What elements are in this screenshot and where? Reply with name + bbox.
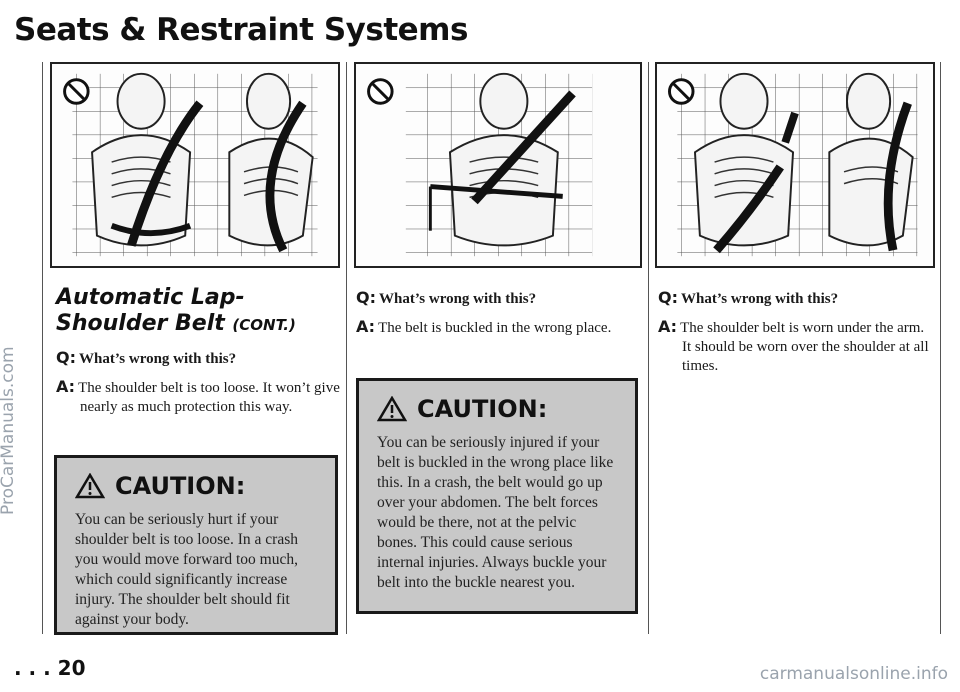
illustration-svg: [63, 72, 318, 257]
shoulder-belt-upper: [781, 111, 799, 144]
caution-box: CAUTION: You can be seriously hurt if yo…: [54, 455, 338, 635]
no-symbol-icon: [668, 78, 695, 105]
lap-belt: [430, 184, 563, 199]
question: Q:What’s wrong with this?: [356, 288, 638, 309]
illustration-svg: [367, 72, 593, 257]
qa-block: Q:What’s wrong with this? A:The shoulder…: [56, 348, 341, 425]
question-text: What’s wrong with this?: [379, 291, 537, 307]
caution-header: CAUTION:: [75, 472, 317, 500]
answer: A:The belt is buckled in the wrong place…: [356, 317, 638, 338]
caution-header: CAUTION:: [377, 395, 617, 423]
caution-text: You can be seriously hurt if your should…: [75, 511, 298, 628]
answer-text: The shoulder belt is worn under the arm.…: [680, 320, 929, 374]
column-divider: [42, 62, 43, 634]
watermark-bottom: carmanualsonline.info: [759, 664, 948, 684]
question-label: Q:: [658, 288, 678, 307]
question-text: What’s wrong with this?: [79, 351, 237, 367]
section-heading-suffix: (CONT.): [232, 316, 296, 334]
answer: A:The shoulder belt is worn under the ar…: [658, 317, 933, 376]
column-divider: [648, 62, 649, 634]
warning-triangle-icon: [75, 473, 105, 499]
rib-lines: [714, 156, 899, 199]
illustration-loose-belt: [50, 62, 340, 268]
lap-belt: [110, 223, 192, 237]
illustration-svg: [668, 72, 918, 257]
illustration-belt-under-arm: [655, 62, 935, 268]
answer-label: A:: [658, 317, 678, 336]
question-label: Q:: [356, 288, 376, 307]
column-divider: [346, 62, 347, 634]
watermark-left: ProCarManuals.com: [0, 346, 18, 515]
section-heading: Automatic Lap-Shoulder Belt (CONT.): [56, 285, 341, 338]
caution-title: CAUTION:: [417, 395, 548, 423]
answer-text: The belt is buckled in the wrong place.: [378, 320, 612, 336]
caution-box: CAUTION: You can be seriously injured if…: [356, 378, 638, 614]
answer: A:The shoulder belt is too loose. It won…: [56, 377, 341, 417]
qa-block: Q:What’s wrong with this? A:The shoulder…: [658, 288, 933, 384]
answer-label: A:: [56, 377, 76, 396]
warning-triangle-icon: [377, 396, 407, 422]
column-divider: [940, 62, 941, 634]
question-text: What’s wrong with this?: [681, 291, 839, 307]
shoulder-belt: [127, 100, 204, 247]
caution-title: CAUTION:: [115, 472, 246, 500]
shoulder-belt: [471, 90, 576, 205]
answer-text: The shoulder belt is too loose. It won’t…: [78, 380, 340, 415]
shoulder-belt: [265, 100, 307, 253]
question-label: Q:: [56, 348, 76, 367]
rib-lines: [111, 156, 299, 199]
no-symbol-icon: [63, 78, 90, 105]
question: Q:What’s wrong with this?: [658, 288, 933, 309]
question: Q:What’s wrong with this?: [56, 348, 341, 369]
no-symbol-icon: [367, 78, 394, 105]
section-heading-text: Automatic Lap-Shoulder Belt: [56, 285, 245, 336]
page-number: . . . 20: [14, 656, 86, 680]
illustration-wrong-buckle: [354, 62, 642, 268]
page-title: Seats & Restraint Systems: [14, 12, 468, 48]
caution-text: You can be seriously injured if your bel…: [377, 434, 614, 591]
answer-label: A:: [356, 317, 376, 336]
shoulder-belt-under-arm: [713, 164, 784, 254]
qa-block: Q:What’s wrong with this? A:The belt is …: [356, 288, 638, 346]
shoulder-belt: [883, 101, 912, 252]
